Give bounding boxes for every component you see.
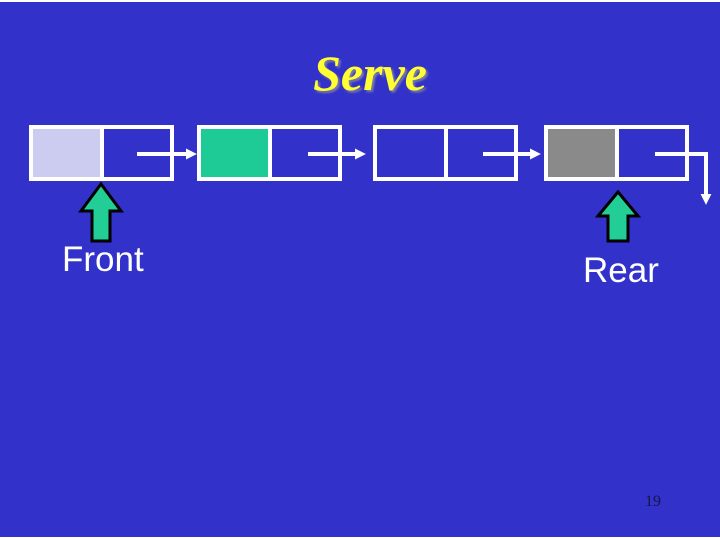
rear-pointer-arrow-icon — [595, 189, 642, 243]
node-3-pointer-cell — [443, 129, 515, 177]
page-number: 19 — [645, 493, 661, 510]
node-1-pointer-cell — [99, 129, 171, 177]
node-4-pointer-cell — [614, 129, 686, 177]
slide-top-edge — [0, 0, 720, 2]
slide-title: Serve — [313, 45, 427, 101]
node-2-data-cell — [201, 129, 268, 177]
queue-node-2 — [197, 125, 342, 181]
front-pointer-arrow-icon — [78, 181, 124, 243]
slide-bottom-edge — [0, 537, 720, 540]
rear-label: Rear — [583, 251, 659, 290]
node-4-data-cell — [548, 129, 615, 177]
node-3-data-cell — [377, 129, 444, 177]
node-1-data-cell — [33, 129, 100, 177]
queue-node-4 — [544, 125, 689, 181]
queue-node-3 — [373, 125, 518, 181]
queue-node-1 — [29, 125, 174, 181]
node-2-pointer-cell — [267, 129, 339, 177]
front-label: Front — [62, 240, 144, 279]
